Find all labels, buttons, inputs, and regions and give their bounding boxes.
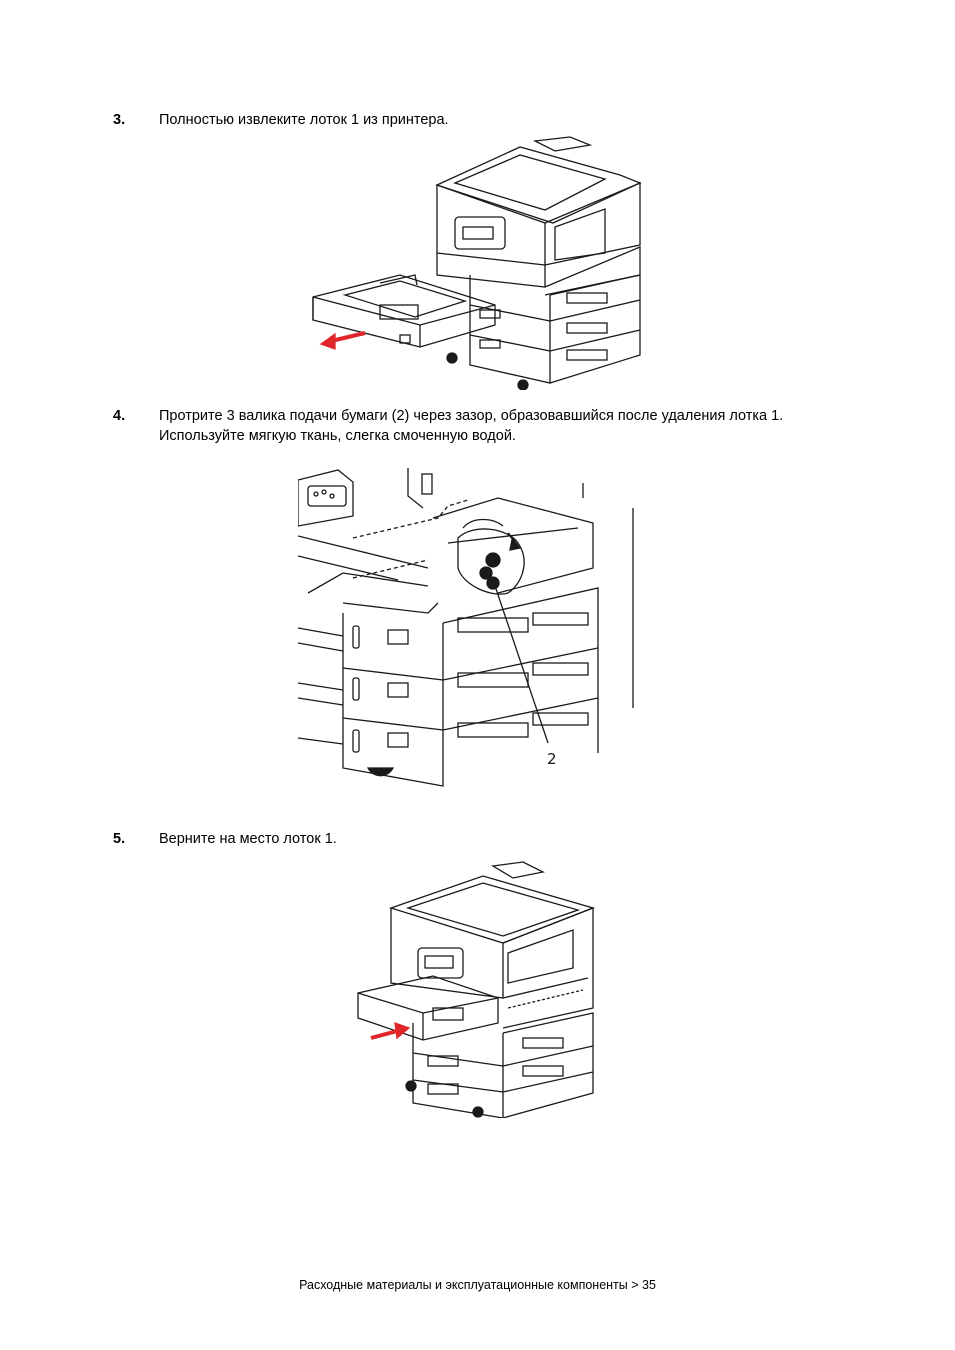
step-text: Полностью извлеките лоток 1 из принтера. — [159, 112, 449, 128]
figure-wipe-rollers: 2 — [298, 468, 643, 790]
step-number: 5. — [113, 831, 126, 847]
page-footer: Расходные материалы и эксплуатационные к… — [299, 1278, 656, 1292]
step-number: 3. — [113, 112, 126, 128]
figure-remove-tray — [305, 135, 645, 390]
figure-insert-tray — [353, 858, 598, 1118]
callout-label: 2 — [547, 750, 557, 768]
step-number: 4. — [113, 408, 126, 424]
step-text: Протрите 3 валика подачи бумаги (2) чере… — [159, 408, 784, 444]
step-text: Верните на место лоток 1. — [159, 831, 337, 847]
